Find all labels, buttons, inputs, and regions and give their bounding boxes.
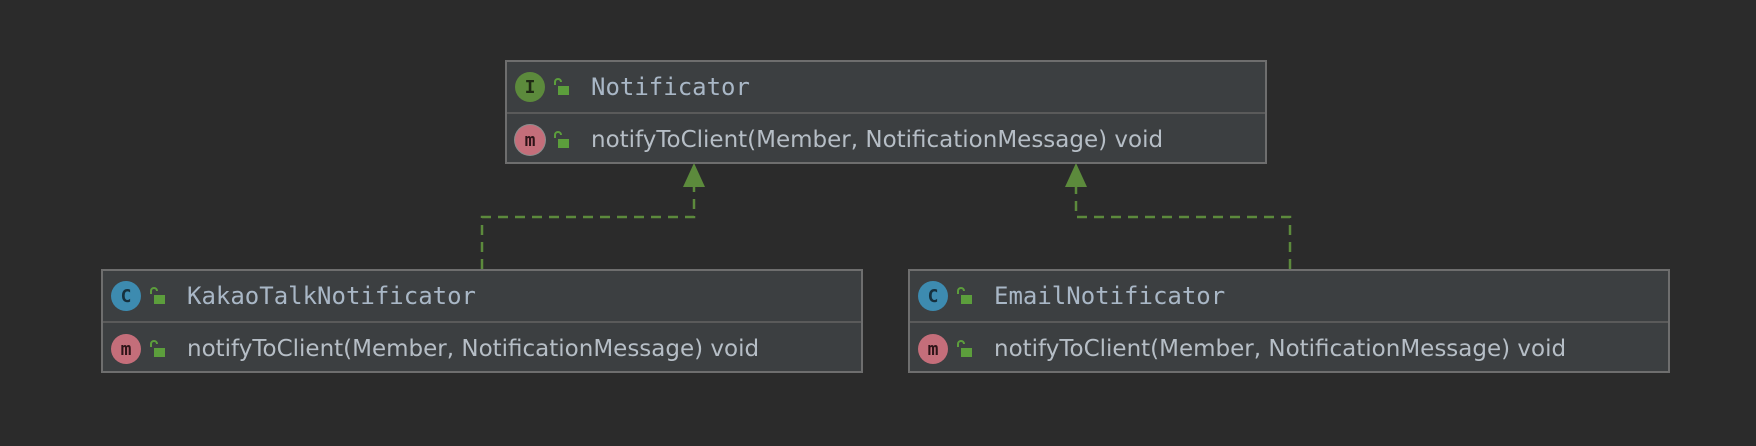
lock-open-icon	[150, 340, 165, 357]
method-icon: m	[918, 334, 948, 364]
node-header: I Notificator	[507, 62, 1265, 114]
method-signature: notifyToClient(Member, NotificationMessa…	[994, 336, 1567, 362]
class-icon: C	[918, 281, 948, 311]
class-icon: C	[111, 281, 141, 311]
method-row[interactable]: m notifyToClient(Member, NotificationMes…	[103, 323, 861, 375]
method-row[interactable]: m notifyToClient(Member, NotificationMes…	[910, 323, 1668, 375]
node-title: KakaoTalkNotificator	[187, 282, 476, 310]
realization-arrowhead	[1065, 163, 1087, 187]
lock-open-icon	[957, 340, 972, 357]
method-signature: notifyToClient(Member, NotificationMessa…	[591, 127, 1164, 153]
node-title: EmailNotificator	[994, 282, 1226, 310]
kakao-talk-notificator-class-node[interactable]: C KakaoTalkNotificator m notifyToClient(…	[101, 269, 863, 373]
abstract-method-icon: m	[515, 125, 545, 155]
lock-open-icon	[150, 287, 165, 304]
lock-open-icon	[957, 287, 972, 304]
edge-email-to-notificator	[1065, 163, 1292, 269]
node-title: Notificator	[591, 73, 750, 101]
notificator-interface-node[interactable]: I Notificator m notifyToClient(Member, N…	[505, 60, 1267, 164]
interface-icon: I	[515, 72, 545, 102]
edge-kakao-to-notificator	[480, 163, 705, 269]
lock-open-icon	[554, 131, 569, 148]
method-signature: notifyToClient(Member, NotificationMessa…	[187, 336, 760, 362]
email-notificator-class-node[interactable]: C EmailNotificator m notifyToClient(Memb…	[908, 269, 1670, 373]
method-icon: m	[111, 334, 141, 364]
lock-open-icon	[554, 78, 569, 95]
realization-arrowhead	[683, 163, 705, 187]
method-row[interactable]: m notifyToClient(Member, NotificationMes…	[507, 114, 1265, 166]
node-header: C EmailNotificator	[910, 271, 1668, 323]
node-header: C KakaoTalkNotificator	[103, 271, 861, 323]
